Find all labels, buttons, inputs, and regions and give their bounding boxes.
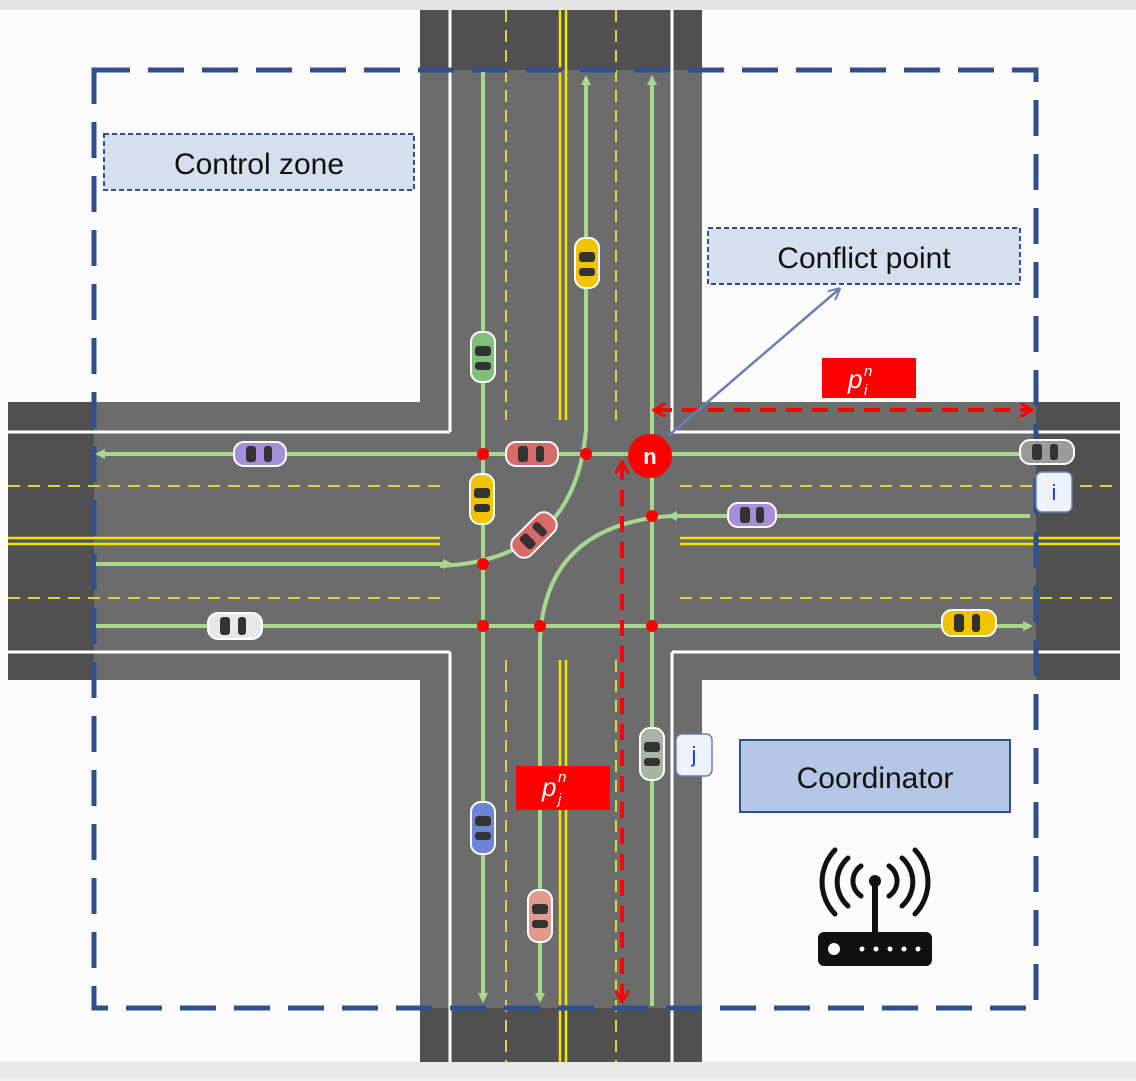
p-i-sup: n [864, 363, 872, 380]
car-blue [470, 801, 496, 855]
p-j-base: p [541, 772, 556, 802]
car-grey-j [639, 727, 665, 781]
car-white [207, 612, 263, 640]
vehicles [207, 237, 1075, 943]
car-yellow-center [469, 473, 495, 525]
conflict-node [628, 434, 672, 478]
control-zone-label-box [103, 133, 415, 191]
car-purple-east [727, 502, 777, 528]
car-grey-i [1019, 439, 1075, 465]
p-j-label-box [516, 766, 610, 810]
conflict-point-label: Conflict point [777, 242, 951, 275]
path-left-turn-south [538, 514, 671, 641]
control-zone-label: Control zone [174, 148, 344, 181]
p-j-sup: n [558, 769, 566, 786]
p-i-base: p [847, 364, 862, 394]
bottom-bar [0, 1062, 1136, 1077]
conflict-node-label: n [643, 444, 656, 469]
car-pink [527, 889, 553, 943]
car-red-turning [510, 511, 558, 559]
p-i-sub: i [864, 382, 868, 399]
vehicle-tag-j-box [675, 733, 713, 777]
car-red-center [505, 441, 559, 467]
top-bar [0, 0, 1136, 10]
coordinator-label: Coordinator [797, 762, 954, 795]
vehicle-tag-i-box [1035, 471, 1073, 513]
car-purple-west [233, 441, 287, 467]
router-antenna-icon [818, 847, 932, 966]
p-j-sub: j [556, 791, 562, 808]
curb-lines [8, 10, 1120, 1062]
control-zone-border [91, 67, 1039, 1011]
conflict-dots [477, 448, 658, 632]
car-yellow [574, 237, 600, 289]
vehicle-tag-j: j [691, 742, 697, 767]
car-green [470, 331, 496, 383]
center-lines [8, 10, 1120, 1062]
conflict-point-label-box [707, 227, 1021, 285]
p-i-label-box [822, 358, 916, 398]
car-yellow-east [941, 609, 997, 637]
vehicle-tag-i: i [1052, 480, 1057, 505]
conflict-pointer-arrow [667, 290, 838, 437]
coordinator-label-box [739, 739, 1011, 813]
